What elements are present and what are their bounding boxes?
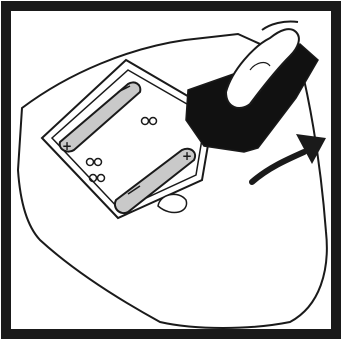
- battery-lower-plus-label: +: [182, 149, 192, 163]
- battery-upper-plus-label: +: [62, 139, 72, 153]
